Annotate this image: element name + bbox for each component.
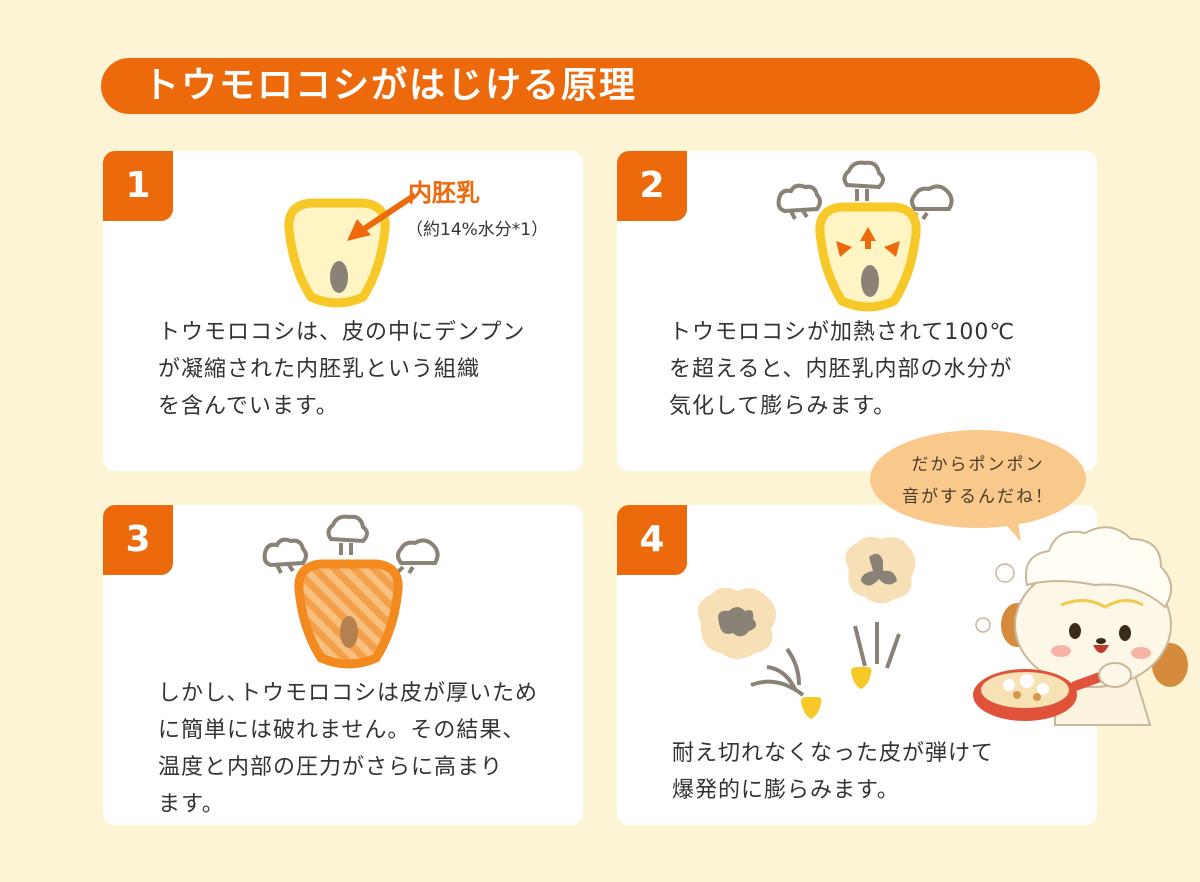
heated-kernel-icon — [815, 202, 921, 312]
endosperm-label: 内胚乳 — [408, 179, 480, 207]
popcorn-icon — [845, 536, 916, 604]
step-text-4: 耐え切れなくなった皮が弾けて 爆発的に膨らみます。 — [672, 741, 995, 803]
step-number-3: 3 — [103, 505, 173, 575]
pressurized-kernel-icon — [294, 559, 403, 669]
steam-cloud-icon — [262, 537, 308, 574]
mascot-character-icon — [973, 526, 1188, 726]
step-card-2: 2 トウモロコシが加熱されて100℃ を超えると、内胚乳内部の水分が 気化して膨… — [617, 151, 1097, 471]
page-title: トウモロコシがはじける原理 — [101, 58, 1100, 114]
kernel-fragment-icon — [801, 697, 822, 719]
step-text-2: トウモロコシが加熱されて100℃ を超えると、内胚乳内部の水分が 気化して膨らみ… — [669, 320, 1016, 419]
pointer-arrow-icon — [347, 192, 417, 241]
step-number-4: 4 — [617, 505, 687, 575]
step-text-1: トウモロコシは、皮の中にデンプン が凝縮された内胚乳という組織 を含んでいます。 — [158, 320, 526, 419]
speech-line-2: 音がするんだね！ — [902, 487, 1054, 507]
motion-lines-icon — [750, 647, 805, 697]
popcorn-icon — [697, 587, 777, 659]
speech-bubble: だからポンポン 音がするんだね！ — [870, 430, 1086, 528]
kernel-fragment-icon — [851, 667, 872, 689]
endosperm-note: （約14%水分*1） — [406, 220, 549, 240]
step-card-4: 4 耐え切れなくなった皮が弾けて 爆発的に膨らみます。 — [617, 505, 1097, 825]
step-number-2: 2 — [617, 151, 687, 221]
step-number-1: 1 — [103, 151, 173, 221]
step-text-3: しかし､トウモロコシは皮が厚いため に簡単には破れません。その結果、 温度と内部… — [158, 681, 539, 817]
steam-cloud-icon — [326, 514, 369, 555]
steam-cloud-icon — [776, 183, 822, 220]
motion-lines-icon — [853, 622, 901, 669]
step-card-1: 1 内胚乳 （約14%水分*1） トウモロコシは、皮の中にデンプン が凝縮された… — [103, 151, 583, 471]
steam-cloud-icon — [842, 160, 885, 201]
speech-line-1: だからポンポン — [911, 455, 1045, 475]
step-card-3: 3 しかし､トウモロコシは皮が厚いため に簡単には破れません。その結果、 温度と… — [103, 505, 583, 825]
